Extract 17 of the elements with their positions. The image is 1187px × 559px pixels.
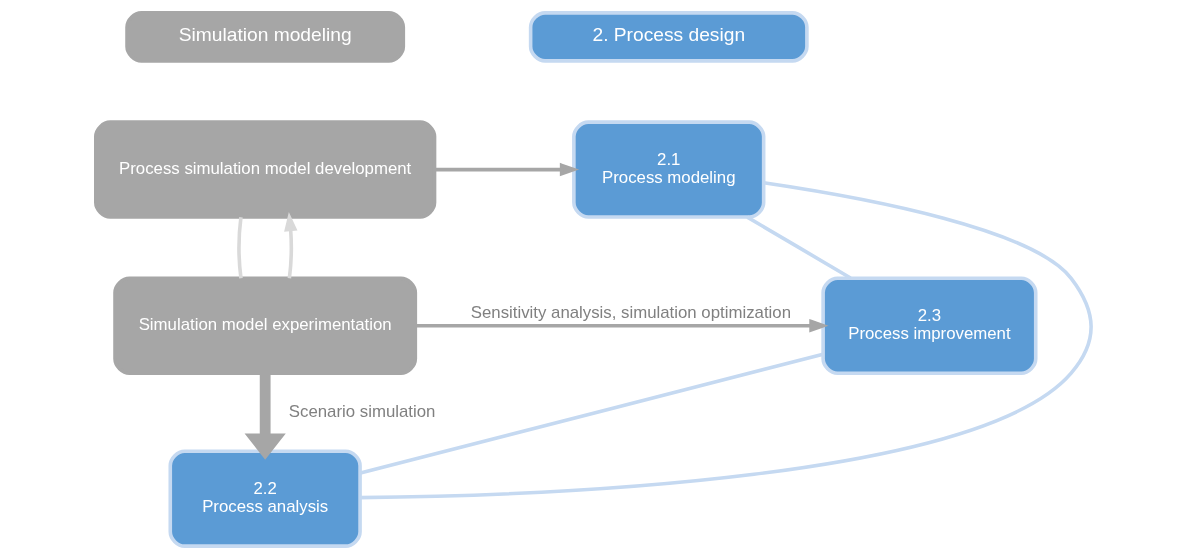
arrow [244, 373, 286, 460]
connector [360, 352, 824, 475]
arrow [434, 162, 580, 177]
edge-label: Scenario simulation [288, 401, 436, 421]
node-box: Simulation modeling [125, 11, 406, 63]
connector [746, 215, 852, 280]
connector [237, 217, 243, 279]
node-box: 2.3 Process improvement [821, 276, 1038, 375]
node-box: Simulation model experimentation [113, 276, 418, 375]
connector [360, 181, 1093, 500]
edge-label: Sensitivity analysis, simulation optimization [470, 302, 791, 322]
node-box: 2.1 Process modeling [572, 120, 766, 219]
arrow [284, 211, 298, 279]
node-box: Process simulation model development [94, 120, 437, 219]
arrow [415, 319, 829, 333]
node-box: 2.2 Process analysis [168, 449, 362, 548]
node-box: 2. Process design [528, 11, 809, 63]
